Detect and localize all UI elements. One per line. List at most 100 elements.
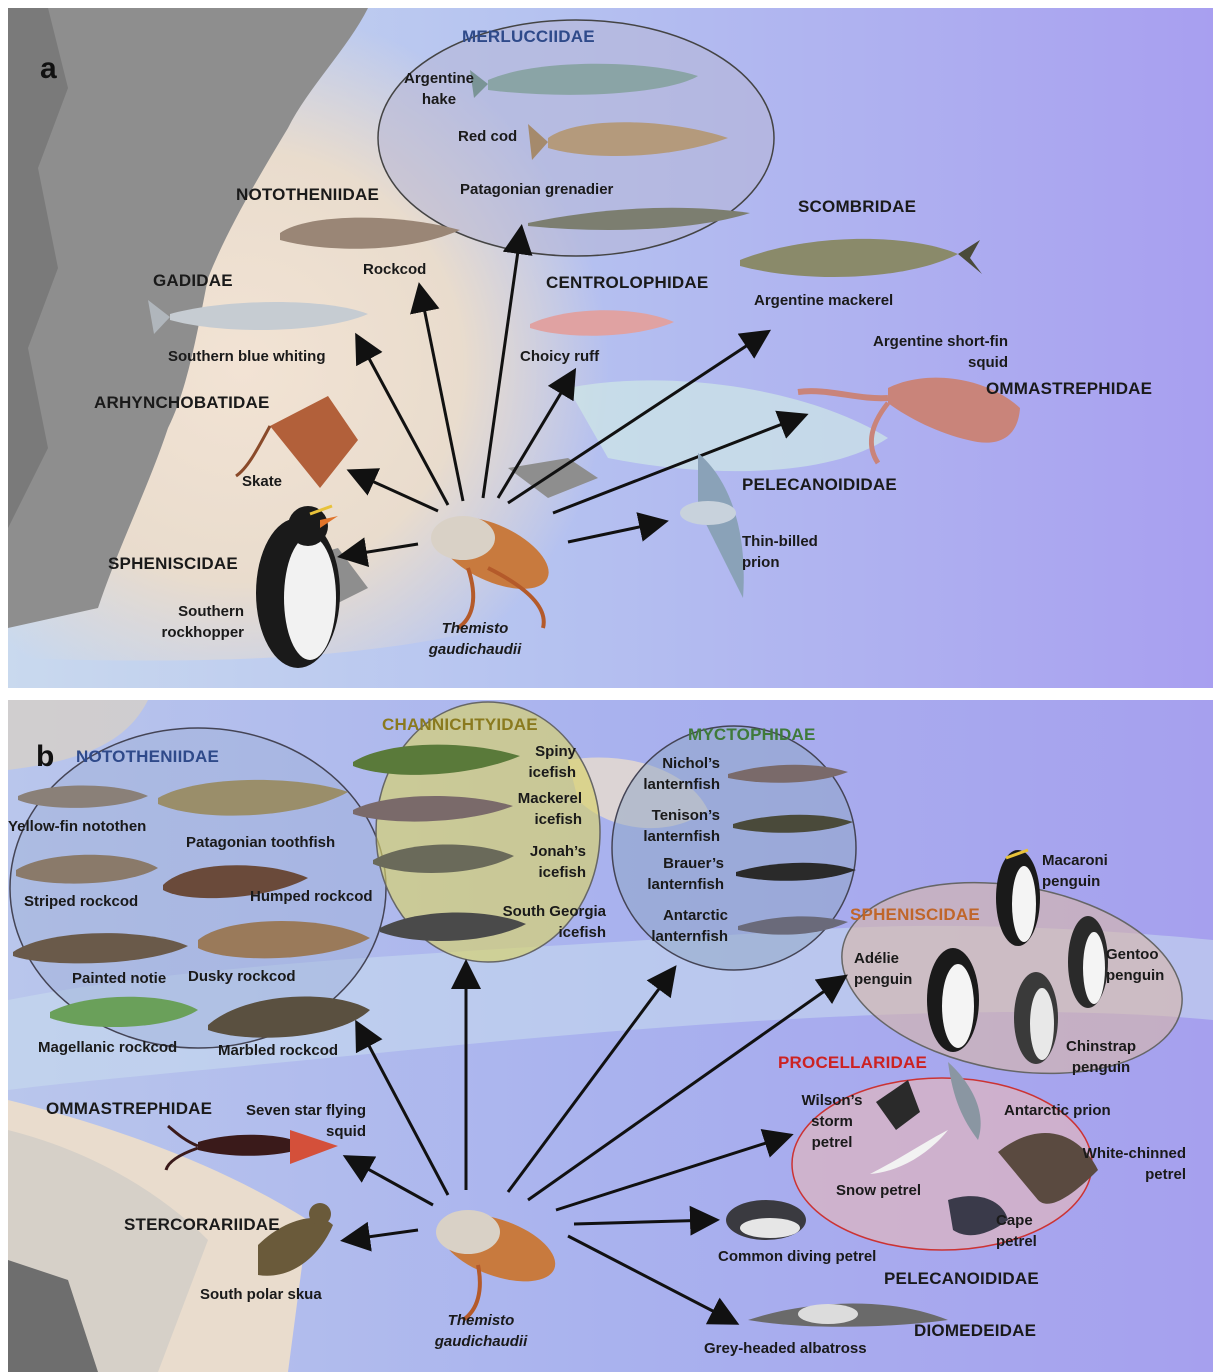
label-thin-billed-prion: Thin-billed prion — [742, 531, 818, 573]
label-gentoo-penguin: Gentoo penguin — [1106, 944, 1164, 986]
label-spiny-icefish-line1: Spiny — [488, 741, 576, 762]
label-mackerel-icefish-line1: Mackerel — [488, 788, 582, 809]
label-seven-star-line2: squid — [230, 1121, 366, 1142]
label-chinstrap-penguin-line2: penguin — [1056, 1057, 1146, 1078]
family-pelecanoididae-b: PELECANOIDIDAE — [884, 1268, 1039, 1289]
family-centrolophidae-a: CENTROLOPHIDAE — [546, 272, 708, 293]
label-sg-icefish: South Georgia icefish — [484, 901, 606, 943]
label-adelie-penguin-line2: penguin — [854, 969, 912, 990]
label-gentoo-penguin-line2: penguin — [1106, 965, 1164, 986]
family-diomedeidae-b: DIOMEDEIDAE — [914, 1320, 1036, 1341]
label-white-chinned-petrel: White-chinned petrel — [1068, 1143, 1186, 1185]
panel-a: a MERLUCCIIDAE NOTOTHENIIDAE GADIDAE ARH… — [8, 8, 1213, 688]
family-procellaridae-b: PROCELLARIDAE — [778, 1052, 927, 1073]
label-cape-petrel: Cape petrel — [996, 1210, 1037, 1252]
label-gentoo-penguin-line1: Gentoo — [1106, 944, 1164, 965]
label-wilsons-line2: storm — [798, 1111, 866, 1132]
label-cape-petrel-line1: Cape — [996, 1210, 1037, 1231]
label-patagonian-grenadier: Patagonian grenadier — [460, 179, 613, 200]
family-spheniscidae-b: SPHENISCIDAE — [850, 904, 980, 925]
family-arhynchobatidae-a: ARHYNCHOBATIDAE — [94, 392, 270, 413]
label-wilsons-storm-petrel: Wilson’s storm petrel — [798, 1090, 866, 1153]
label-seven-star-line1: Seven star flying — [230, 1100, 366, 1121]
panel-b: b NOTOTHENIIDAE CHANNICHTYIDAE MYCTOPHID… — [8, 700, 1213, 1372]
label-skate: Skate — [242, 471, 282, 492]
label-humped-rockcod: Humped rockcod — [250, 886, 373, 907]
label-brauers-lanternfish: Brauer’s lanternfish — [622, 853, 724, 895]
panel-a-letter: a — [40, 52, 57, 86]
label-antarctic-lanternfish-line1: Antarctic — [622, 905, 728, 926]
label-macaroni-penguin: Macaroni penguin — [1042, 850, 1108, 892]
label-argentine-hake-line2: hake — [396, 89, 482, 110]
label-common-diving-petrel: Common diving petrel — [718, 1246, 876, 1267]
label-themisto-b-line1: Themisto — [416, 1310, 546, 1331]
label-magellanic-rockcod: Magellanic rockcod — [38, 1037, 177, 1058]
label-thin-billed-prion-line1: Thin-billed — [742, 531, 818, 552]
label-adelie-penguin-line1: Adélie — [854, 948, 912, 969]
family-ommastrephidae-a: OMMASTREPHIDAE — [986, 378, 1152, 399]
label-nichols-lanternfish-line1: Nichol’s — [622, 753, 720, 774]
label-short-fin-squid-line2: squid — [838, 352, 1008, 373]
label-wilsons-line3: petrel — [798, 1132, 866, 1153]
family-pelecanoididae-a: PELECANOIDIDAE — [742, 474, 897, 495]
label-white-chinned-line2: petrel — [1068, 1164, 1186, 1185]
label-themisto-a-line2: gaudichaudii — [410, 639, 540, 660]
label-themisto-b: Themisto gaudichaudii — [416, 1310, 546, 1352]
label-themisto-a-line1: Themisto — [410, 618, 540, 639]
family-merlucciidae-a: MERLUCCIIDAE — [462, 26, 595, 47]
family-ommastrephidae-b: OMMASTREPHIDAE — [46, 1098, 212, 1119]
label-mackerel-icefish-line2: icefish — [488, 809, 582, 830]
label-macaroni-penguin-line2: penguin — [1042, 871, 1108, 892]
label-jonahs-icefish-line2: icefish — [488, 862, 586, 883]
label-jonahs-icefish: Jonah’s icefish — [488, 841, 586, 883]
label-antarctic-prion: Antarctic prion — [1004, 1100, 1111, 1121]
label-southern-blue-whiting: Southern blue whiting — [168, 346, 326, 367]
label-argentine-hake: Argentine hake — [396, 68, 482, 110]
label-south-polar-skua: South polar skua — [200, 1284, 322, 1305]
label-marbled-rockcod: Marbled rockcod — [218, 1040, 338, 1061]
label-southern-rockhopper: Southern rockhopper — [138, 601, 244, 643]
label-antarctic-lanternfish-line2: lanternfish — [622, 926, 728, 947]
label-chinstrap-penguin-line1: Chinstrap — [1056, 1036, 1146, 1057]
label-tenisons-lanternfish-line1: Tenison’s — [622, 805, 720, 826]
family-nototheniidae-b: NOTOTHENIIDAE — [76, 746, 219, 767]
label-spiny-icefish: Spiny icefish — [488, 741, 576, 783]
label-nichols-lanternfish: Nichol’s lanternfish — [622, 753, 720, 795]
label-brauers-lanternfish-line1: Brauer’s — [622, 853, 724, 874]
family-stercorariidae-b: STERCORARIIDAE — [124, 1214, 280, 1235]
label-short-fin-squid: Argentine short-fin squid — [838, 331, 1008, 373]
label-choicy-ruff: Choicy ruff — [520, 346, 599, 367]
family-spheniscidae-a: SPHENISCIDAE — [108, 553, 238, 574]
label-themisto-a: Themisto gaudichaudii — [410, 618, 540, 660]
label-snow-petrel: Snow petrel — [836, 1180, 921, 1201]
panel-b-letter: b — [36, 740, 54, 774]
label-yellow-fin-notothen: Yellow-fin notothen — [8, 816, 146, 837]
label-macaroni-penguin-line1: Macaroni — [1042, 850, 1108, 871]
family-channichtyidae-b: CHANNICHTYIDAE — [382, 714, 538, 735]
label-painted-notie: Painted notie — [72, 968, 166, 989]
label-mackerel-icefish: Mackerel icefish — [488, 788, 582, 830]
label-brauers-lanternfish-line2: lanternfish — [622, 874, 724, 895]
label-sg-icefish-line2: icefish — [484, 922, 606, 943]
label-patagonian-toothfish: Patagonian toothfish — [186, 832, 335, 853]
label-themisto-b-line2: gaudichaudii — [416, 1331, 546, 1352]
label-nichols-lanternfish-line2: lanternfish — [622, 774, 720, 795]
label-red-cod: Red cod — [458, 126, 517, 147]
family-nototheniidae-a: NOTOTHENIIDAE — [236, 184, 379, 205]
label-antarctic-lanternfish: Antarctic lanternfish — [622, 905, 728, 947]
label-southern-rockhopper-line1: Southern — [138, 601, 244, 622]
label-tenisons-lanternfish: Tenison’s lanternfish — [622, 805, 720, 847]
label-white-chinned-line1: White-chinned — [1068, 1143, 1186, 1164]
label-wilsons-line1: Wilson’s — [798, 1090, 866, 1111]
label-tenisons-lanternfish-line2: lanternfish — [622, 826, 720, 847]
label-argentine-mackerel: Argentine mackerel — [754, 290, 893, 311]
label-adelie-penguin: Adélie penguin — [854, 948, 912, 990]
label-seven-star-squid: Seven star flying squid — [230, 1100, 366, 1142]
label-chinstrap-penguin: Chinstrap penguin — [1056, 1036, 1146, 1078]
label-jonahs-icefish-line1: Jonah’s — [488, 841, 586, 862]
label-argentine-hake-line1: Argentine — [396, 68, 482, 89]
label-rockcod: Rockcod — [363, 259, 426, 280]
label-grey-headed-albatross: Grey-headed albatross — [704, 1338, 867, 1359]
family-scombridae-a: SCOMBRIDAE — [798, 196, 916, 217]
family-gadidae-a: GADIDAE — [153, 270, 233, 291]
